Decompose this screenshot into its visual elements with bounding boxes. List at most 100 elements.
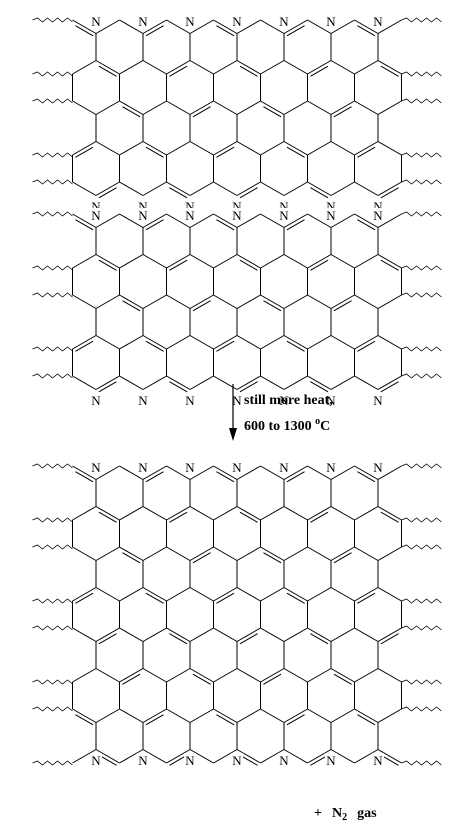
bond: [330, 254, 355, 269]
bond: [189, 587, 214, 602]
wavy-bond-left: [32, 373, 73, 379]
nitrogen-atom-bg: [137, 753, 149, 767]
wavy-bond-left: [32, 265, 73, 271]
bond: [377, 213, 402, 228]
bond: [330, 749, 355, 764]
bond: [260, 668, 285, 683]
bond: [72, 708, 97, 723]
double-bond: [357, 714, 376, 726]
double-bond: [286, 714, 305, 726]
bond: [307, 546, 332, 561]
bond: [307, 335, 332, 350]
bond: [236, 546, 261, 561]
bond: [119, 749, 144, 764]
bond: [354, 19, 379, 34]
bond: [330, 587, 355, 602]
bond: [72, 668, 97, 683]
bond: [189, 546, 214, 561]
double-bond: [122, 106, 141, 118]
wavy-bond-left: [32, 625, 73, 631]
bond: [189, 60, 214, 75]
double-bond: [122, 300, 141, 312]
double-bond: [169, 633, 188, 645]
graphitic-sheets: NNNNNNNNNNNNNNNNNNNNNNNNNNNNNNNNNNNNNNNN…: [32, 14, 442, 768]
double-bond: [98, 633, 117, 645]
bond: [283, 506, 308, 521]
nitrogen-atom-bg: [90, 753, 102, 767]
double-bond: [169, 511, 188, 523]
bond: [142, 335, 167, 350]
nitrogen-atom: N: [232, 208, 242, 223]
bond: [189, 19, 214, 34]
bond: [307, 375, 332, 390]
reaction-arrow: [229, 384, 237, 441]
nitrogen-atom: N: [326, 14, 336, 29]
wavy-bond-left: [32, 98, 73, 104]
bond: [260, 100, 285, 115]
double-bond: [216, 25, 235, 37]
bond: [354, 60, 379, 75]
bond: [119, 141, 144, 156]
bond: [307, 60, 332, 75]
bond: [142, 708, 167, 723]
double-bond: [333, 106, 352, 118]
bond: [213, 141, 238, 156]
bond: [236, 294, 261, 309]
bond: [72, 141, 97, 156]
bond: [377, 60, 402, 75]
bond: [119, 708, 144, 723]
wavy-bond-left: [32, 17, 73, 23]
bond: [354, 708, 379, 723]
bond: [307, 749, 332, 764]
bond: [213, 546, 238, 561]
bond: [354, 668, 379, 683]
bond: [189, 668, 214, 683]
nitrogen-atom: N: [232, 460, 242, 475]
bond: [354, 213, 379, 228]
bond: [119, 335, 144, 350]
double-bond: [98, 65, 117, 77]
bond: [236, 141, 261, 156]
bond: [166, 708, 191, 723]
bond: [119, 213, 144, 228]
bond: [166, 749, 191, 764]
double-bond: [357, 25, 376, 37]
wavy-bond-right: [401, 179, 442, 185]
double-bond: [357, 146, 376, 158]
double-bond: [169, 259, 188, 271]
bond: [330, 627, 355, 642]
bond: [119, 100, 144, 115]
nitrogen-atom: N: [232, 199, 242, 214]
bond: [354, 749, 379, 764]
bond: [330, 506, 355, 521]
wavy-bond-right: [401, 152, 442, 158]
bond: [283, 181, 308, 196]
double-bond: [263, 300, 282, 312]
nitrogen-atom: N: [185, 208, 195, 223]
nitrogen-atom-bg: [231, 208, 243, 222]
bond: [260, 749, 285, 764]
double-bond: [192, 552, 211, 564]
nitrogen-atom: N: [232, 14, 242, 29]
double-bond: [310, 187, 329, 199]
bond: [166, 141, 191, 156]
bond: [95, 100, 120, 115]
bond: [260, 181, 285, 196]
wavy-bond-left: [32, 346, 73, 352]
bond: [95, 375, 120, 390]
bond: [330, 294, 355, 309]
wavy-bond-right: [401, 706, 442, 712]
bond: [260, 213, 285, 228]
wavy-bond-right: [401, 517, 442, 523]
double-bond: [75, 25, 94, 37]
bond: [236, 587, 261, 602]
bond: [283, 335, 308, 350]
bond: [189, 627, 214, 642]
bond: [377, 627, 402, 642]
bond: [236, 465, 261, 480]
bond: [213, 294, 238, 309]
bond: [189, 749, 214, 764]
wavy-bond-right: [401, 292, 442, 298]
bond: [166, 546, 191, 561]
